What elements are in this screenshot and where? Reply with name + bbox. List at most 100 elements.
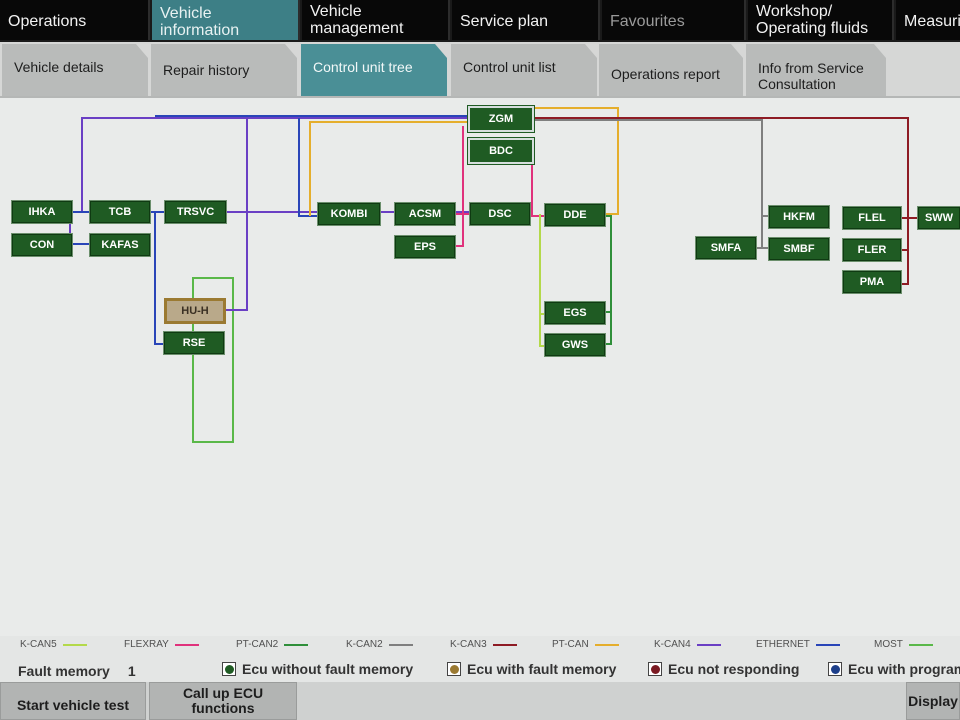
line-swatch-icon — [908, 643, 933, 646]
tab-label: Favourites — [610, 13, 685, 30]
status-label: Ecu without fault memory — [242, 661, 414, 677]
subtab-label: Info from Service Consultation — [758, 60, 864, 92]
ecu-label: TCB — [108, 206, 132, 218]
subtab-label: Repair history — [163, 62, 250, 78]
tab-label: Vehicle management — [310, 3, 404, 37]
tab-favourites[interactable]: Favourites — [602, 0, 746, 40]
ecu-dde[interactable]: DDE — [545, 204, 605, 226]
ecu-smbf[interactable]: SMBF — [769, 238, 829, 260]
line-swatch-icon — [492, 643, 517, 646]
status-legend-fault: Ecu with fault memory — [447, 661, 616, 677]
ecu-label: PMA — [859, 276, 885, 288]
ecu-con[interactable]: CON — [12, 234, 72, 256]
ecu-flel[interactable]: FLEL — [843, 207, 901, 229]
status-label: Ecu with programming — [848, 661, 960, 677]
ecu-label: DSC — [488, 208, 512, 220]
subtab-info-from-service-consultation[interactable]: Info from Service Consultation — [746, 44, 886, 98]
legend-kcan4: K-CAN4 — [654, 639, 721, 650]
legend-label: K-CAN4 — [654, 639, 691, 650]
ecu-label: EPS — [413, 241, 436, 253]
ecu-hu-h[interactable]: HU-H — [164, 298, 226, 324]
subtab-label: Control unit tree — [313, 59, 413, 75]
tab-label: Service plan — [460, 13, 549, 30]
ecu-hkfm[interactable]: HKFM — [769, 206, 829, 228]
ecu-trsvc[interactable]: TRSVC — [165, 201, 226, 223]
subtab-label: Operations report — [611, 66, 720, 82]
ecu-gws[interactable]: GWS — [545, 334, 605, 356]
tab-workshop-operating-fluids[interactable]: Workshop/ Operating fluids — [748, 0, 894, 40]
ecu-ihka[interactable]: IHKA — [12, 201, 72, 223]
ecu-dsc[interactable]: DSC — [470, 203, 530, 225]
legend-label: K-CAN3 — [450, 639, 487, 650]
line-swatch-icon — [284, 643, 309, 646]
status-swatch-icon — [648, 662, 662, 676]
bus-connection-lines — [69, 107, 918, 443]
control-unit-tree-diagram: ZGM BDC IHKA CON TCB KAFAS TRSVC HU-H RS… — [0, 96, 960, 638]
subtab-repair-history[interactable]: Repair history — [151, 44, 297, 98]
legend-label: FLEXRAY — [124, 639, 169, 650]
tab-vehicle-management[interactable]: Vehicle management — [302, 0, 450, 40]
ecu-eps[interactable]: EPS — [395, 236, 455, 258]
ecu-egs[interactable]: EGS — [545, 302, 605, 324]
legend-kcan3: K-CAN3 — [450, 639, 517, 650]
status-label: Ecu with fault memory — [467, 661, 617, 677]
subtab-control-unit-tree[interactable]: Control unit tree — [301, 44, 447, 98]
line-swatch-icon — [174, 643, 199, 646]
ecu-sww[interactable]: SWW — [918, 207, 960, 229]
ecu-label: FLEL — [858, 212, 886, 224]
tab-service-plan[interactable]: Service plan — [452, 0, 600, 40]
ecu-label: FLER — [857, 244, 887, 256]
status-swatch-icon — [828, 662, 842, 676]
tab-label: Measuring — [904, 13, 960, 30]
ptcan2-bus-line — [605, 215, 612, 345]
ethernet-connector-line — [72, 211, 165, 245]
legend-kcan5: K-CAN5 — [20, 639, 87, 650]
ecu-bdc[interactable]: BDC — [468, 138, 534, 164]
status-label: Ecu not responding — [668, 661, 800, 677]
line-swatch-icon — [388, 643, 413, 646]
ecu-label: GWS — [561, 339, 589, 351]
call-up-ecu-functions-button[interactable]: Call up ECU functions — [149, 682, 297, 720]
ecu-label: ACSM — [408, 208, 442, 220]
legend-flexray: FLEXRAY — [124, 639, 199, 650]
button-label: Start vehicle test — [16, 696, 130, 713]
tab-measuring[interactable]: Measuring — [896, 0, 960, 40]
ptcan-bus-line — [309, 107, 619, 216]
subtab-label: Control unit list — [463, 59, 556, 75]
ecu-zgm[interactable]: ZGM — [468, 106, 534, 132]
subtab-operations-report[interactable]: Operations report — [599, 44, 743, 98]
ecu-rse[interactable]: RSE — [164, 332, 224, 354]
ecu-label: HKFM — [783, 211, 815, 223]
ecu-pma[interactable]: PMA — [843, 271, 901, 293]
ecu-label: IHKA — [28, 206, 56, 218]
status-legend-ok: Ecu without fault memory — [222, 661, 413, 677]
ecu-kombi[interactable]: KOMBI — [318, 203, 380, 225]
ethernet-bus-line — [70, 115, 470, 345]
legend-ethernet: ETHERNET — [756, 639, 840, 650]
ecu-label: KAFAS — [101, 239, 139, 251]
ecu-fler[interactable]: FLER — [843, 239, 901, 261]
legend-label: K-CAN5 — [20, 639, 57, 650]
ecu-label: SWW — [924, 212, 954, 224]
ecu-tcb[interactable]: TCB — [90, 201, 150, 223]
ecu-kafas[interactable]: KAFAS — [90, 234, 150, 256]
ecu-smfa[interactable]: SMFA — [696, 237, 756, 259]
legend-ptcan: PT-CAN — [552, 639, 619, 650]
kcan3-bus-line — [532, 117, 918, 285]
subtab-vehicle-details[interactable]: Vehicle details — [2, 44, 148, 98]
legend-most: MOST — [874, 639, 933, 650]
tab-label: Workshop/ Operating fluids — [756, 3, 869, 37]
ecu-label: ZGM — [488, 113, 514, 125]
start-vehicle-test-button[interactable]: Start vehicle test — [0, 682, 146, 720]
subtab-control-unit-list[interactable]: Control unit list — [451, 44, 597, 98]
ecu-acsm[interactable]: ACSM — [395, 203, 455, 225]
tab-operations[interactable]: Operations — [0, 0, 150, 40]
display-button[interactable]: Display — [906, 682, 960, 720]
tab-vehicle-information[interactable]: Vehicle information — [152, 0, 300, 40]
ecu-label: SMFA — [710, 242, 742, 254]
line-swatch-icon — [62, 643, 87, 646]
sub-tab-bar: Vehicle details Repair history Control u… — [0, 42, 960, 96]
status-legend-not-responding: Ecu not responding — [648, 661, 799, 677]
legend-area: K-CAN5 FLEXRAY PT-CAN2 K-CAN2 K-CAN3 PT-… — [0, 636, 960, 682]
legend-label: MOST — [874, 639, 903, 650]
